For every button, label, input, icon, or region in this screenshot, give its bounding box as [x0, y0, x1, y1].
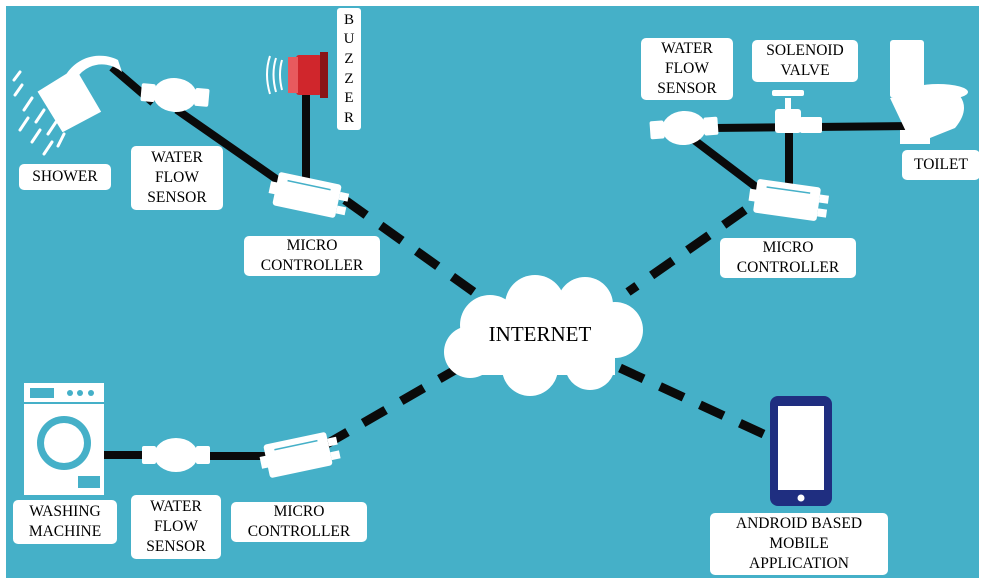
link-sensor-mc-right [688, 134, 766, 196]
toilet-icon [890, 40, 968, 144]
buzzer-letter: U [343, 31, 355, 48]
washing-machine-icon [24, 383, 104, 495]
buzzer-icon [266, 52, 328, 98]
dash-internet-phone [618, 363, 774, 443]
shower-icon [12, 55, 122, 156]
label-solenoid-valve: SOLENOID VALVE [752, 40, 858, 82]
label-shower: SHOWER [19, 164, 111, 190]
label-internet: INTERNET [488, 322, 592, 346]
label-water-flow-sensor-shower: WATER FLOW SENSOR [131, 146, 223, 210]
dash-mc-bottom-internet [322, 366, 458, 449]
label-water-flow-sensor-washing: WATER FLOW SENSOR [131, 495, 221, 559]
cloud-icon [444, 275, 643, 396]
buzzer-letter: R [343, 110, 354, 127]
buzzer-letter: Z [344, 70, 354, 87]
label-buzzer: B U Z Z E R [337, 8, 361, 130]
label-water-flow-sensor-toilet: WATER FLOW SENSOR [641, 38, 733, 100]
smartphone-icon [770, 396, 832, 506]
link-sensor-mc-left [174, 106, 298, 196]
dashed-links [322, 196, 774, 449]
solenoid-valve-icon [772, 90, 822, 133]
dash-mc-left-internet [342, 196, 488, 304]
label-washing-machine: WASHING MACHINE [13, 500, 117, 544]
buzzer-letter: E [344, 90, 354, 107]
label-microcontroller-top-left: MICRO CONTROLLER [244, 236, 380, 276]
label-microcontroller-bottom: MICRO CONTROLLER [231, 502, 367, 542]
dash-mc-right-internet [625, 206, 748, 296]
buzzer-letter: B [343, 11, 354, 28]
label-toilet: TOILET [902, 150, 980, 180]
label-android-app: ANDROID BASED MOBILE APPLICATION [710, 513, 888, 575]
buzzer-letter: Z [344, 51, 354, 68]
label-microcontroller-top-right: MICRO CONTROLLER [720, 238, 856, 278]
